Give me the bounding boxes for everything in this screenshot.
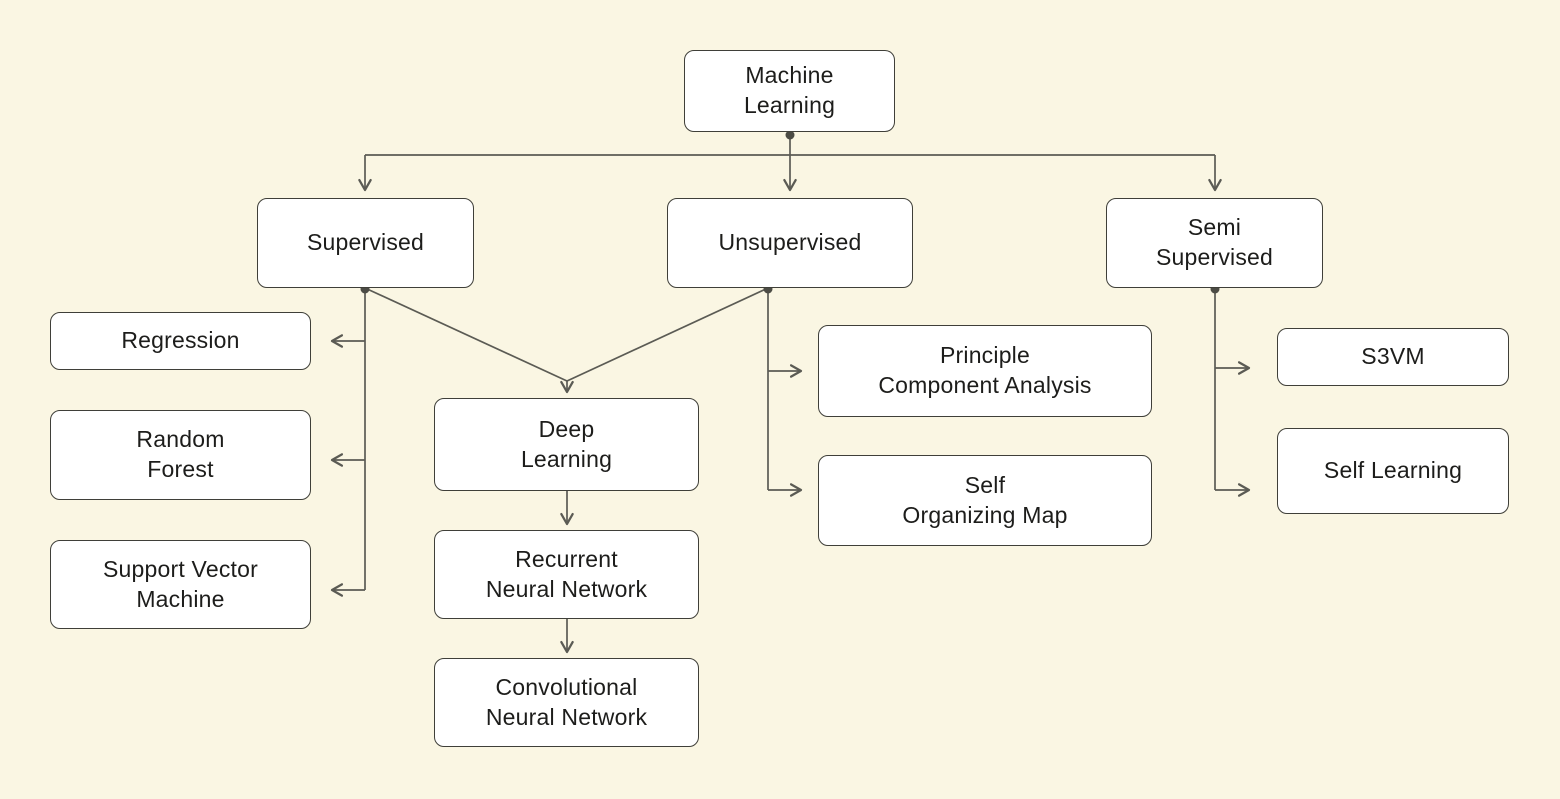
node-supervised: Supervised [257, 198, 474, 288]
node-machine-learning: Machine Learning [684, 50, 895, 132]
node-regression: Regression [50, 312, 311, 370]
node-random-forest-label: Random Forest [136, 426, 225, 482]
node-s3vm: S3VM [1277, 328, 1509, 386]
node-semi-supervised: Semi Supervised [1106, 198, 1323, 288]
node-support-vector-machine-label: Support Vector Machine [103, 555, 258, 612]
node-principle-component-analysis: Principle Component Analysis [818, 325, 1152, 417]
node-s3vm-label: S3VM [1361, 343, 1425, 370]
node-random-forest: Random Forest [50, 410, 311, 500]
node-semi-supervised-label: Semi Supervised [1155, 214, 1274, 270]
node-unsupervised: Unsupervised [667, 198, 913, 288]
node-self-organizing-map-label: Self Organizing Map [902, 471, 1068, 528]
node-support-vector-machine: Support Vector Machine [50, 540, 311, 629]
junction-dot-machine-learning [785, 130, 795, 140]
node-recurrent-neural-network: Recurrent Neural Network [434, 530, 699, 619]
node-principle-component-analysis-label: Principle Component Analysis [878, 342, 1092, 398]
node-convolutional-neural-network-label: Convolutional Neural Network [485, 673, 648, 730]
connector-unsupervised-to-deep-learning [566, 287, 769, 382]
node-deep-learning: Deep Learning [434, 398, 699, 491]
node-machine-learning-label: Machine Learning [743, 62, 836, 118]
node-supervised-label: Supervised [306, 229, 425, 256]
connector-supervised-to-deep-learning [364, 287, 568, 382]
node-self-learning-label: Self Learning [1323, 457, 1463, 484]
node-deep-learning-label: Deep Learning [520, 415, 613, 472]
node-self-organizing-map: Self Organizing Map [818, 455, 1152, 546]
node-self-learning: Self Learning [1277, 428, 1509, 514]
node-convolutional-neural-network: Convolutional Neural Network [434, 658, 699, 747]
node-unsupervised-label: Unsupervised [718, 229, 862, 256]
node-regression-label: Regression [121, 327, 240, 354]
node-recurrent-neural-network-label: Recurrent Neural Network [485, 545, 648, 602]
